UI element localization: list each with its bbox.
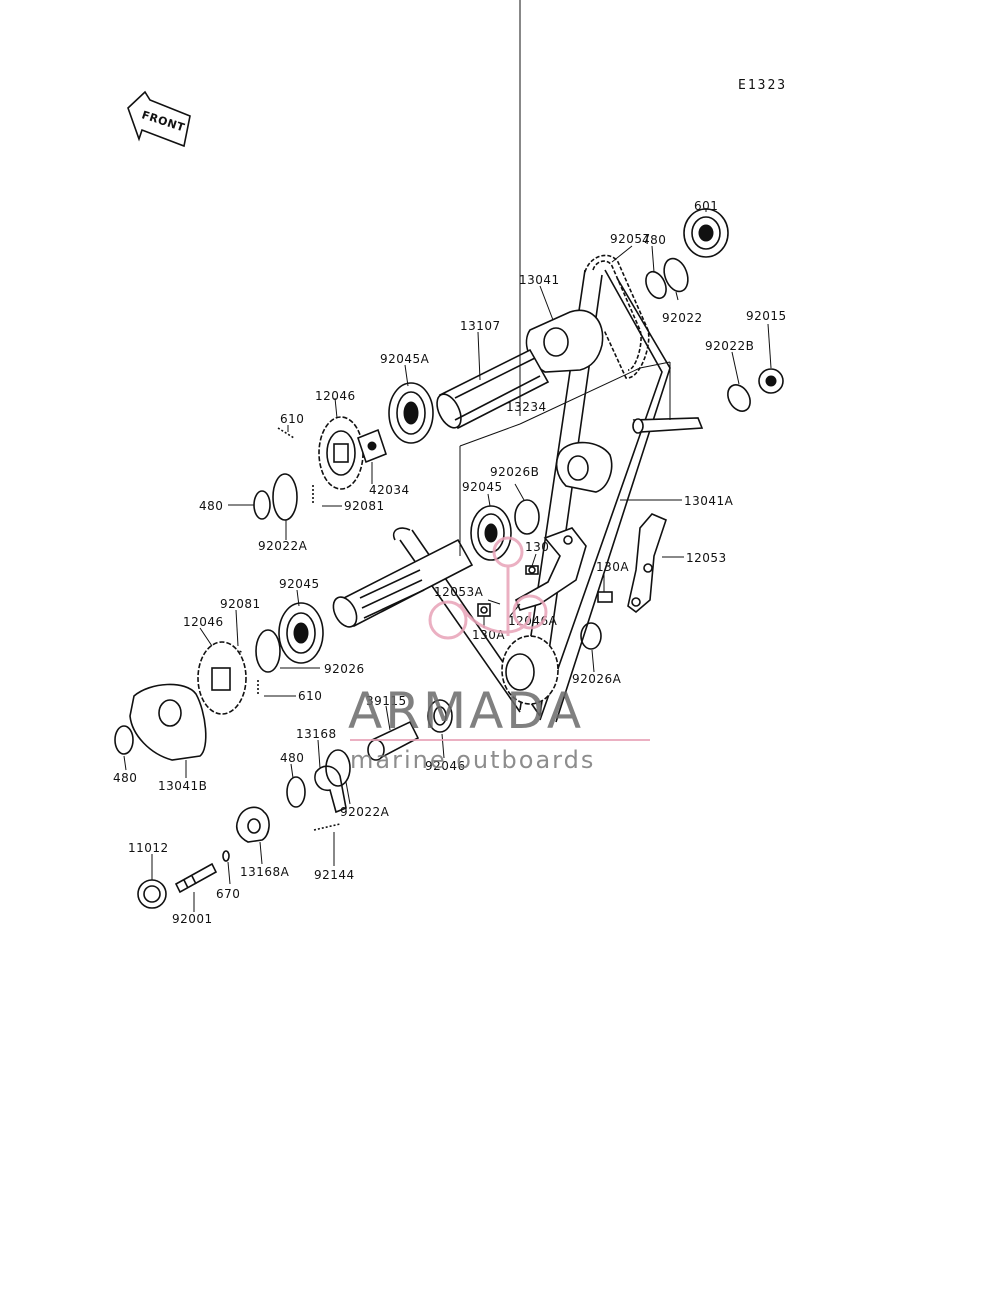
sprocket-12046-low: [197, 641, 247, 715]
cam-13168A: [235, 806, 270, 843]
label-92057: 92057: [610, 232, 651, 246]
label-130: 130: [525, 540, 549, 554]
label-601: 601: [694, 199, 718, 213]
label-13234: 13234: [506, 400, 547, 414]
label-13168: 13168: [296, 727, 337, 741]
circlip-480-left: [253, 490, 271, 520]
bolt-130A-left: [477, 603, 491, 617]
label-92026B: 92026B: [490, 465, 539, 479]
pin-shaft: [632, 417, 704, 434]
bearing-92045A: [388, 382, 434, 444]
watermark-title: ARMADA: [348, 682, 584, 740]
label-92022B: 92022B: [705, 339, 754, 353]
main-shaft-13234: [332, 538, 474, 628]
label-92026: 92026: [324, 662, 365, 676]
idler-13041: [525, 309, 604, 373]
spring-92081-low: [227, 647, 243, 653]
label-13041B: 13041B: [158, 779, 207, 793]
label-610-top: 610: [280, 412, 304, 426]
label-92015: 92015: [746, 309, 787, 323]
bracket-12053A: [514, 527, 587, 611]
label-92144: 92144: [314, 868, 355, 882]
label-92022: 92022: [662, 311, 703, 325]
label-39115: 39115: [366, 694, 407, 708]
diagram-code: E1323: [738, 78, 787, 93]
shaft-13107: [436, 348, 550, 430]
bearing-92015: [758, 368, 784, 394]
label-12046-low: 12046: [183, 615, 224, 629]
label-92022A-low: 92022A: [340, 805, 390, 819]
oring-670: [222, 850, 230, 862]
label-92081-low: 92081: [220, 597, 261, 611]
bearing-92046: [427, 699, 453, 733]
label-12053: 12053: [686, 551, 727, 565]
label-12046-top: 12046: [315, 389, 356, 403]
watermark: ARMADA marine outboards: [348, 536, 650, 774]
label-480-bottomleft: 480: [113, 771, 137, 785]
label-92045A: 92045A: [380, 352, 430, 366]
washer-92022B: [727, 384, 751, 412]
bearing-601: [683, 208, 729, 258]
label-92081-top: 92081: [344, 499, 385, 513]
anchor-logo-icon: [428, 536, 548, 640]
label-92045-low: 92045: [279, 577, 320, 591]
label-480-left: 480: [199, 499, 223, 513]
washer-92022: [663, 257, 689, 293]
part-labels: 601 92057 480 13041 92022 92015 13107 92…: [113, 199, 787, 926]
washer-92026B: [514, 499, 540, 535]
hub-42034: [357, 428, 387, 464]
label-92046: 92046: [425, 759, 466, 773]
bearing-92045-low: [278, 602, 324, 664]
label-670: 670: [216, 887, 240, 901]
watermark-subtitle: marine outboards: [350, 746, 595, 774]
label-92026A: 92026A: [572, 672, 622, 686]
washer-92026A: [580, 622, 602, 650]
circlip-480-top: [645, 270, 667, 300]
cap-11012: [137, 879, 167, 909]
washer-92026: [255, 629, 281, 673]
label-13107: 13107: [460, 319, 501, 333]
label-480-top: 480: [642, 233, 666, 247]
arm-12053: [627, 513, 667, 614]
label-610-low: 610: [298, 689, 322, 703]
bolt-130: [525, 565, 539, 575]
idler-13041A: [555, 441, 613, 493]
bearing-92045-mid: [470, 505, 512, 561]
leader-lines: [123, 0, 772, 912]
timing-chain: [584, 254, 650, 379]
sprocket-12046-top: [318, 416, 364, 490]
idler-13041B: [129, 683, 207, 761]
spring-92144: [313, 823, 341, 831]
washer-92022A-low: [325, 749, 351, 787]
spring-610-top: [277, 427, 295, 439]
circlip-480-low: [286, 776, 306, 808]
label-12053A: 12053A: [434, 585, 484, 599]
label-13041A: 13041A: [684, 494, 734, 508]
sprocket-12046A: [501, 635, 559, 705]
label-130A-right: 130A: [596, 560, 629, 574]
washer-92022A-top: [272, 473, 298, 521]
label-92022A-top: 92022A: [258, 539, 308, 553]
bolt-130A-right: [597, 591, 613, 603]
label-92045-mid: 92045: [462, 480, 503, 494]
label-42034: 42034: [369, 483, 410, 497]
label-13168A: 13168A: [240, 865, 290, 879]
front-arrow-icon: FRONT: [127, 90, 191, 148]
bolt-92001: [174, 862, 218, 894]
label-11012: 11012: [128, 841, 169, 855]
label-480-low: 480: [280, 751, 304, 765]
circlip-480-bottomleft: [114, 725, 134, 755]
label-92001: 92001: [172, 912, 213, 926]
label-13041: 13041: [519, 273, 560, 287]
